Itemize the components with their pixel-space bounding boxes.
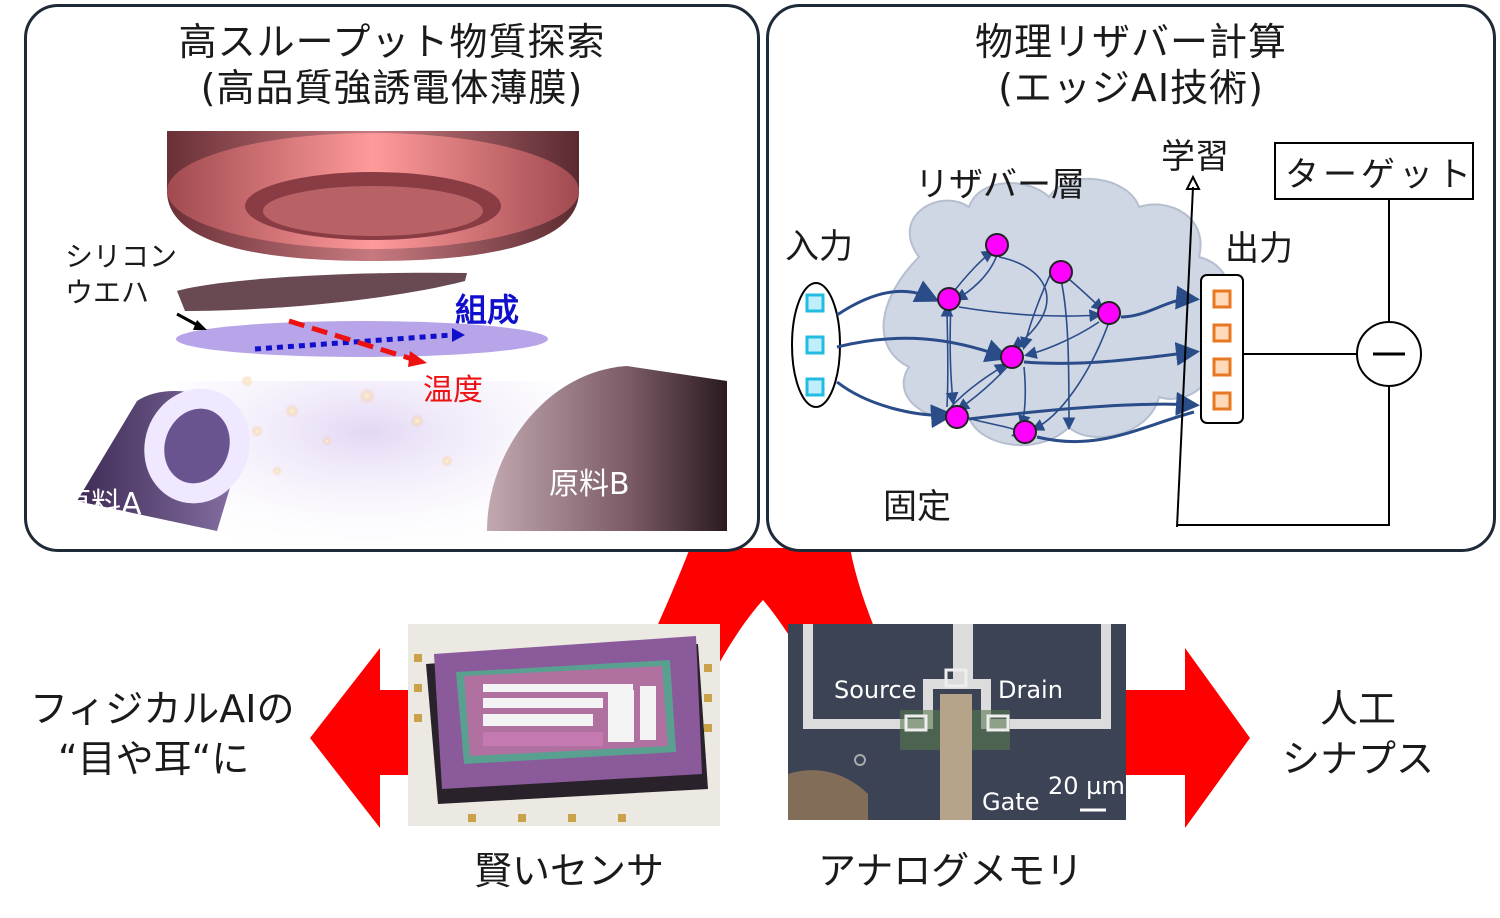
reservoir-node <box>945 405 969 429</box>
output-label: 出力 <box>1225 229 1293 269</box>
output-group <box>1200 274 1244 424</box>
composition-label: 組成 <box>455 291 520 329</box>
reservoir-node <box>1013 420 1037 444</box>
fixed-label: 固定 <box>883 487 951 527</box>
smart-sensor-caption: 賢いセンサ <box>474 849 665 893</box>
reservoir-node <box>1097 301 1121 325</box>
high-throughput-panel: 高スループット物質探索 (高品質強誘電体薄膜) <box>24 4 760 552</box>
left-title-line2: (高品質強誘電体薄膜) <box>200 66 584 110</box>
temperature-label: 温度 <box>423 373 483 408</box>
scale-bar-label: 20 µm <box>1048 772 1125 800</box>
source-b-gun <box>487 366 727 531</box>
reservoir-node <box>1049 260 1073 284</box>
sensor-chip-image <box>408 624 720 826</box>
source-label: Source <box>834 676 917 704</box>
left-title-line1: 高スループット物質探索 <box>178 20 606 64</box>
drain-label: Drain <box>998 676 1063 704</box>
wafer-label-line2: ウエハ <box>65 276 150 309</box>
physical-ai-line1: フィジカルAIの <box>30 687 295 731</box>
wafer-label-line1: シリコン <box>65 240 178 273</box>
reservoir-node <box>1000 345 1024 369</box>
reservoir-label: リザバー層 <box>915 165 1085 205</box>
right-title-line2: (エッジAI技術) <box>998 66 1264 110</box>
upper-wafer <box>177 272 467 311</box>
reservoir-node <box>985 233 1009 257</box>
right-panel-title: 物理リザバー計算 (エッジAI技術) <box>769 19 1493 111</box>
source-a-label: 原料A <box>61 487 142 522</box>
right-title-line1: 物理リザバー計算 <box>974 20 1287 64</box>
analog-memory-caption: アナログメモリ <box>818 849 1084 893</box>
physical-ai-line2: “目や耳“に <box>58 737 250 781</box>
wafer-label: シリコン ウエハ <box>65 239 177 311</box>
input-label: 入力 <box>785 227 853 267</box>
source-b-label: 原料B <box>549 467 630 502</box>
reservoir-diagram <box>791 142 1474 528</box>
target-label: ターゲット <box>1285 155 1475 195</box>
physical-ai-text: フィジカルAIの “目や耳“に <box>30 684 294 784</box>
synapse-line1: 人工 <box>1320 687 1397 731</box>
smart-sensor-photo <box>408 624 720 826</box>
gate-label: Gate <box>982 788 1040 816</box>
left-panel-title: 高スループット物質探索 (高品質強誘電体薄膜) <box>27 19 757 111</box>
synapse-line2: シナプス <box>1282 737 1435 781</box>
artificial-synapse-text: 人工 シナプス <box>1282 684 1434 784</box>
analog-memory-photo: Source Drain Gate 20 µm <box>788 624 1126 820</box>
reservoir-node <box>937 287 961 311</box>
reservoir-computing-panel: 物理リザバー計算 (エッジAI技術) <box>766 4 1496 552</box>
transistor-micrograph <box>788 624 1126 820</box>
target-box <box>1274 142 1474 200</box>
deposition-illustration <box>77 131 727 549</box>
learning-label: 学習 <box>1161 137 1229 177</box>
